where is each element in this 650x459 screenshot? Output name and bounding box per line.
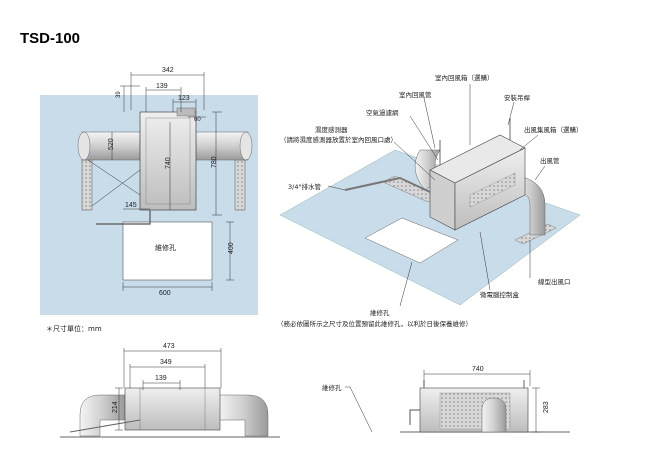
label-outlet-box: 出風集風箱（選購） bbox=[524, 125, 583, 134]
front-right-duct bbox=[217, 394, 269, 437]
side-duct bbox=[481, 397, 507, 433]
label-drain-pipe: 3/4"排水管 bbox=[288, 182, 321, 191]
label-return-box: 室內回風箱（選購） bbox=[435, 73, 494, 82]
dim-780: 780 bbox=[211, 156, 218, 168]
plan-view: 維修孔 342 139 123 bbox=[40, 67, 258, 315]
label-outlet-duct: 出風管 bbox=[540, 156, 560, 165]
dim-342: 342 bbox=[162, 67, 174, 74]
right-grille bbox=[234, 159, 246, 211]
dim-740: 740 bbox=[165, 157, 172, 169]
dim-145: 145 bbox=[125, 202, 137, 209]
side-service-opening-label: 維修孔 bbox=[322, 383, 342, 392]
dim-400: 400 bbox=[228, 242, 235, 254]
service-opening-label: 維修孔 bbox=[155, 243, 176, 252]
front-left-duct bbox=[79, 394, 126, 437]
left-grille bbox=[81, 159, 93, 211]
unit-body bbox=[139, 111, 197, 211]
dim-139-front: 139 bbox=[155, 375, 167, 382]
label-humidity-sensor: 濕度感測器 bbox=[315, 125, 348, 134]
dim-139: 139 bbox=[156, 83, 168, 90]
model-title: TSD-100 bbox=[20, 30, 80, 47]
right-duct bbox=[195, 131, 249, 161]
isometric-view: 室內回風箱（選購） 室內回風管 安裝吊桿 空氣過濾網 出風集風箱（選購） 濕度感… bbox=[277, 73, 583, 328]
front-unit-body bbox=[124, 387, 221, 431]
label-return-duct: 室內回風管 bbox=[399, 90, 432, 99]
label-filter: 空氣過濾網 bbox=[366, 108, 399, 117]
dim-740-side: 740 bbox=[472, 366, 484, 373]
label-humidity-note: （請將濕度感測器放置於室內回風口處） bbox=[280, 135, 397, 144]
dim-600: 600 bbox=[159, 290, 171, 297]
side-view: 740 283 維修孔 bbox=[322, 366, 570, 433]
unit-note: ＊尺寸單位：mm bbox=[46, 324, 102, 333]
iso-service-opening bbox=[364, 217, 459, 264]
front-view: 473 349 139 214 bbox=[60, 343, 280, 438]
left-duct bbox=[81, 131, 141, 161]
label-hanger: 安裝吊桿 bbox=[504, 93, 531, 102]
dim-349: 349 bbox=[160, 359, 172, 366]
label-service-opening: 維修孔 bbox=[370, 308, 390, 317]
dim-473: 473 bbox=[163, 343, 175, 350]
dim-123: 123 bbox=[178, 95, 190, 102]
dim-214: 214 bbox=[112, 401, 119, 413]
label-service-note: （務必依圖所示之尺寸及位置預留此維修孔，以利於日後保養維修） bbox=[277, 319, 472, 328]
dim-39: 39 bbox=[116, 91, 122, 98]
dim-520: 520 bbox=[108, 138, 115, 150]
service-opening bbox=[122, 221, 213, 281]
label-linear-outlet: 線型出風口 bbox=[538, 277, 571, 286]
label-control-box: 微電腦控制盒 bbox=[480, 290, 520, 299]
dim-60: 60 bbox=[194, 117, 201, 123]
dim-283: 283 bbox=[543, 401, 550, 413]
